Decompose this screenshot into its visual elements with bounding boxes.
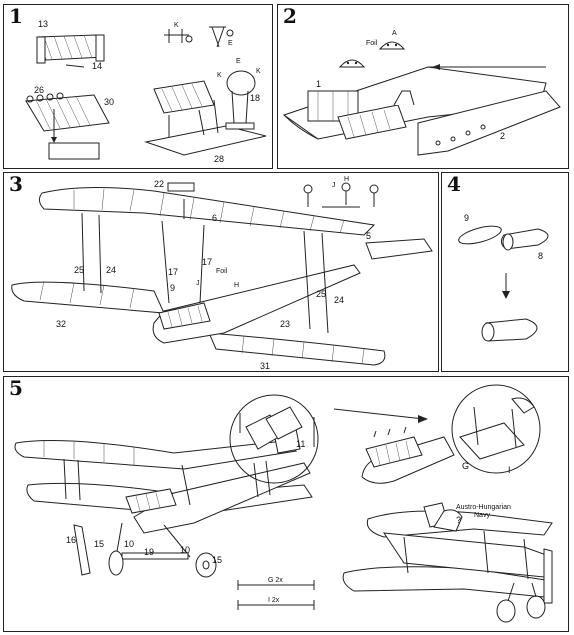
label-23: 23 <box>280 319 290 329</box>
label-14: 14 <box>92 61 102 71</box>
step-2-drawing: Foil A 1 2 <box>282 30 561 156</box>
label-18: 18 <box>250 93 260 103</box>
label-9: 9 <box>464 213 469 223</box>
main-aircraft-view <box>14 428 313 578</box>
lower-wing-32-31 <box>11 280 386 366</box>
step-1-panel: 1 13 14 <box>3 4 273 169</box>
label-k-left: K <box>217 72 222 79</box>
label-6: 6 <box>212 213 217 223</box>
part-22 <box>167 182 195 192</box>
detail-circle-right <box>451 384 541 474</box>
label-31: 31 <box>260 361 270 371</box>
label-5: 5 <box>366 231 371 241</box>
step-1-drawing: 13 14 26 30 K <box>25 19 267 164</box>
label-24-right: 24 <box>334 295 344 305</box>
label-foil: Foil <box>216 268 228 275</box>
label-15-right: 15 <box>212 555 222 565</box>
step-2-number: 2 <box>283 4 297 28</box>
label-e-top: E <box>228 40 233 47</box>
legend-i-2x: I 2x <box>268 597 280 604</box>
upper-wing-6 <box>38 186 376 236</box>
seat-frame-13 <box>36 34 105 68</box>
label-i-detail: I <box>508 465 511 475</box>
label-9: 9 <box>170 283 175 293</box>
label-foil: Foil <box>366 40 378 47</box>
fuselage-step3 <box>152 264 361 344</box>
label-11: 11 <box>296 439 305 449</box>
label-10-right: 10 <box>180 545 190 555</box>
windscreens-foil <box>338 41 406 68</box>
step-5-panel: 5 <box>3 376 569 632</box>
cockpit-floor-28 <box>144 70 267 156</box>
step-5-number: 5 <box>9 376 23 400</box>
step-3-panel: 3 <box>3 172 439 372</box>
step-4-panel: 4 9 8 <box>441 172 569 372</box>
fuselage-half-2 <box>417 90 561 156</box>
step-3-number: 3 <box>9 172 23 196</box>
label-24-left: 24 <box>106 265 116 275</box>
label-19: 19 <box>144 547 154 557</box>
label-30: 30 <box>104 97 114 107</box>
label-26: 26 <box>34 85 44 95</box>
completed-aircraft-view <box>342 502 553 623</box>
engine-cylinders-30 <box>25 92 110 160</box>
label-28: 28 <box>214 154 224 164</box>
navy-note-line1: Austro-Hungarian <box>456 504 511 511</box>
step-1-number: 1 <box>9 4 23 28</box>
label-25-right: 25 <box>316 289 326 299</box>
spinner-assembled <box>481 318 538 342</box>
label-17-right: 17 <box>202 257 212 267</box>
step-3-drawing: 22 6 5 25 24 17 17 9 Foil J H J H 23 25 … <box>11 176 433 371</box>
label-k-top: K <box>174 22 179 29</box>
label-1: 1 <box>316 79 321 89</box>
label-25-left: 25 <box>74 265 84 275</box>
spinner-parts <box>458 225 549 251</box>
label-13: 13 <box>38 19 48 29</box>
label-32: 32 <box>56 319 66 329</box>
arrow-to-right-detail <box>333 408 428 423</box>
navy-question-mark: ? <box>456 515 461 525</box>
label-22: 22 <box>154 179 164 189</box>
label-15-left: 15 <box>94 539 104 549</box>
legend-g-2x: G 2x <box>268 577 283 584</box>
tailplane-5 <box>365 238 433 260</box>
front-assembly-view <box>361 426 455 484</box>
label-j-body: J <box>196 280 200 287</box>
detail-circle-left <box>229 394 319 484</box>
label-10-left: 10 <box>124 539 134 549</box>
label-2: 2 <box>500 131 505 141</box>
label-16: 16 <box>66 535 76 545</box>
engine-block <box>337 90 415 140</box>
navy-note-line2: Navy <box>474 512 490 519</box>
strut-detail-ke <box>164 26 234 48</box>
label-e-seat: E <box>236 58 241 65</box>
label-h-body: H <box>234 282 239 289</box>
label-k-right: K <box>256 68 261 75</box>
control-horns-detail <box>303 182 379 208</box>
label-a: A <box>392 30 397 37</box>
step-4-number: 4 <box>447 172 461 196</box>
step-2-panel: 2 <box>277 4 569 169</box>
rigging-legend <box>237 580 315 610</box>
label-j-top: J <box>332 182 336 189</box>
struts <box>81 199 329 334</box>
label-17-left: 17 <box>168 267 178 277</box>
label-8: 8 <box>538 251 543 261</box>
label-g-detail: G <box>462 461 469 471</box>
step-4-drawing: 9 8 <box>458 213 549 342</box>
label-h-top: H <box>344 176 349 183</box>
step-5-drawing: 11 16 15 10 19 10 15 G I Austro-Hungaria… <box>14 384 553 623</box>
